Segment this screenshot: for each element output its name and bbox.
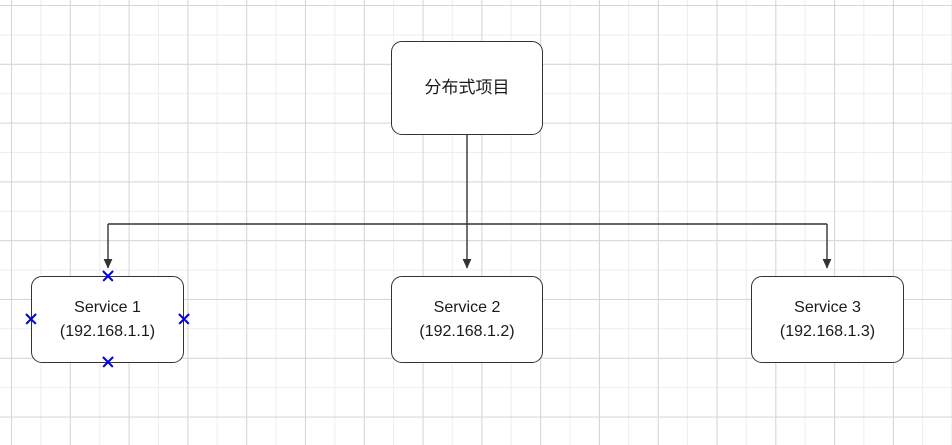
node-service-3[interactable]: Service 3 (192.168.1.3) [751,276,904,363]
connection-handle-right[interactable] [176,311,192,327]
connection-handle-left[interactable] [23,311,39,327]
node-root[interactable]: 分布式项目 [391,41,543,135]
node-service-3-title: Service 3 [794,299,861,317]
node-service-2[interactable]: Service 2 (192.168.1.2) [391,276,543,363]
connection-handle-bottom[interactable] [100,354,116,370]
node-service-1-address: (192.168.1.1) [59,322,156,340]
node-service-3-address: (192.168.1.3) [779,322,876,340]
node-root-title: 分布式项目 [424,77,510,97]
node-service-1[interactable]: Service 1 (192.168.1.1) [31,276,184,363]
connection-handle-top[interactable] [100,268,116,284]
node-service-2-address: (192.168.1.2) [419,322,515,340]
node-service-1-title: Service 1 [74,299,141,317]
node-service-2-title: Service 2 [433,299,501,317]
